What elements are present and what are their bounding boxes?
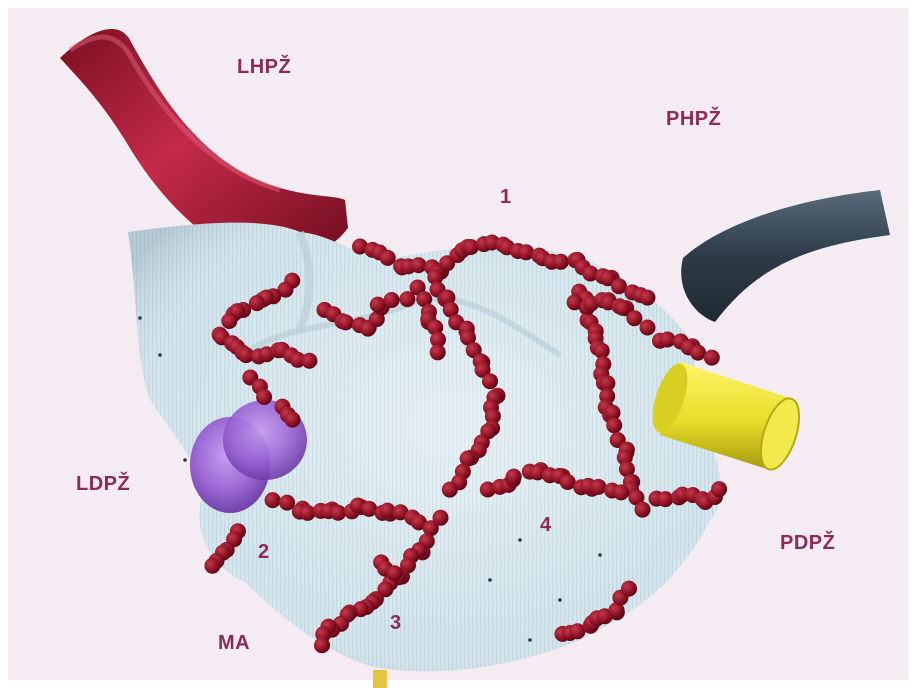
label-ldpz: LDPŽ [76, 473, 130, 496]
lesion-point [285, 412, 301, 428]
lesion-point [594, 343, 610, 359]
label-1: 1 [500, 186, 512, 209]
surface-speck [598, 553, 602, 557]
lesion-point [370, 297, 386, 313]
surface-speck [158, 353, 162, 357]
lesion-point [553, 254, 569, 270]
label-4: 4 [540, 514, 552, 537]
lesion-point [330, 505, 346, 521]
lesion-point [635, 502, 651, 518]
surface-speck [518, 538, 522, 542]
label-pdpz: PDPŽ [780, 532, 835, 555]
lesion-point [380, 250, 396, 266]
surface-speck [488, 578, 492, 582]
lesion-point [626, 310, 642, 326]
lesion-point [621, 581, 637, 597]
lesion-point [204, 558, 220, 574]
lesion-point [590, 479, 606, 495]
lesion-point [704, 350, 720, 366]
lesion-point [338, 314, 354, 330]
lesion-point [613, 484, 629, 500]
lesion-point [249, 295, 265, 311]
lesion-point [640, 290, 656, 306]
lesion-point [442, 482, 458, 498]
label-phpz: PHPŽ [666, 108, 721, 131]
label-3: 3 [390, 612, 402, 635]
label-lhpz: LHPŽ [237, 56, 291, 79]
surface-speck [528, 638, 532, 642]
catheter-tip [373, 670, 387, 688]
lesion-point [314, 637, 330, 653]
lesion-point [657, 491, 673, 507]
lesion-point [386, 565, 402, 581]
label-ma: MA [218, 632, 250, 655]
lesion-point [411, 257, 427, 273]
lesion-point [384, 292, 400, 308]
lesion-point [711, 481, 727, 497]
phpz-vein-tube [681, 190, 890, 322]
surface-speck [138, 316, 142, 320]
lesion-point [640, 320, 656, 336]
lesion-point [301, 353, 317, 369]
lesion-point [690, 345, 706, 361]
lesion-point [430, 344, 446, 360]
lesion-point [265, 492, 281, 508]
lesion-point [606, 417, 622, 433]
surface-speck [558, 598, 562, 602]
label-2: 2 [258, 541, 270, 564]
surface-speck [183, 458, 187, 462]
lesion-point [506, 469, 522, 485]
lesion-point [256, 389, 272, 405]
lesion-point [221, 313, 237, 329]
lesion-point [482, 373, 498, 389]
